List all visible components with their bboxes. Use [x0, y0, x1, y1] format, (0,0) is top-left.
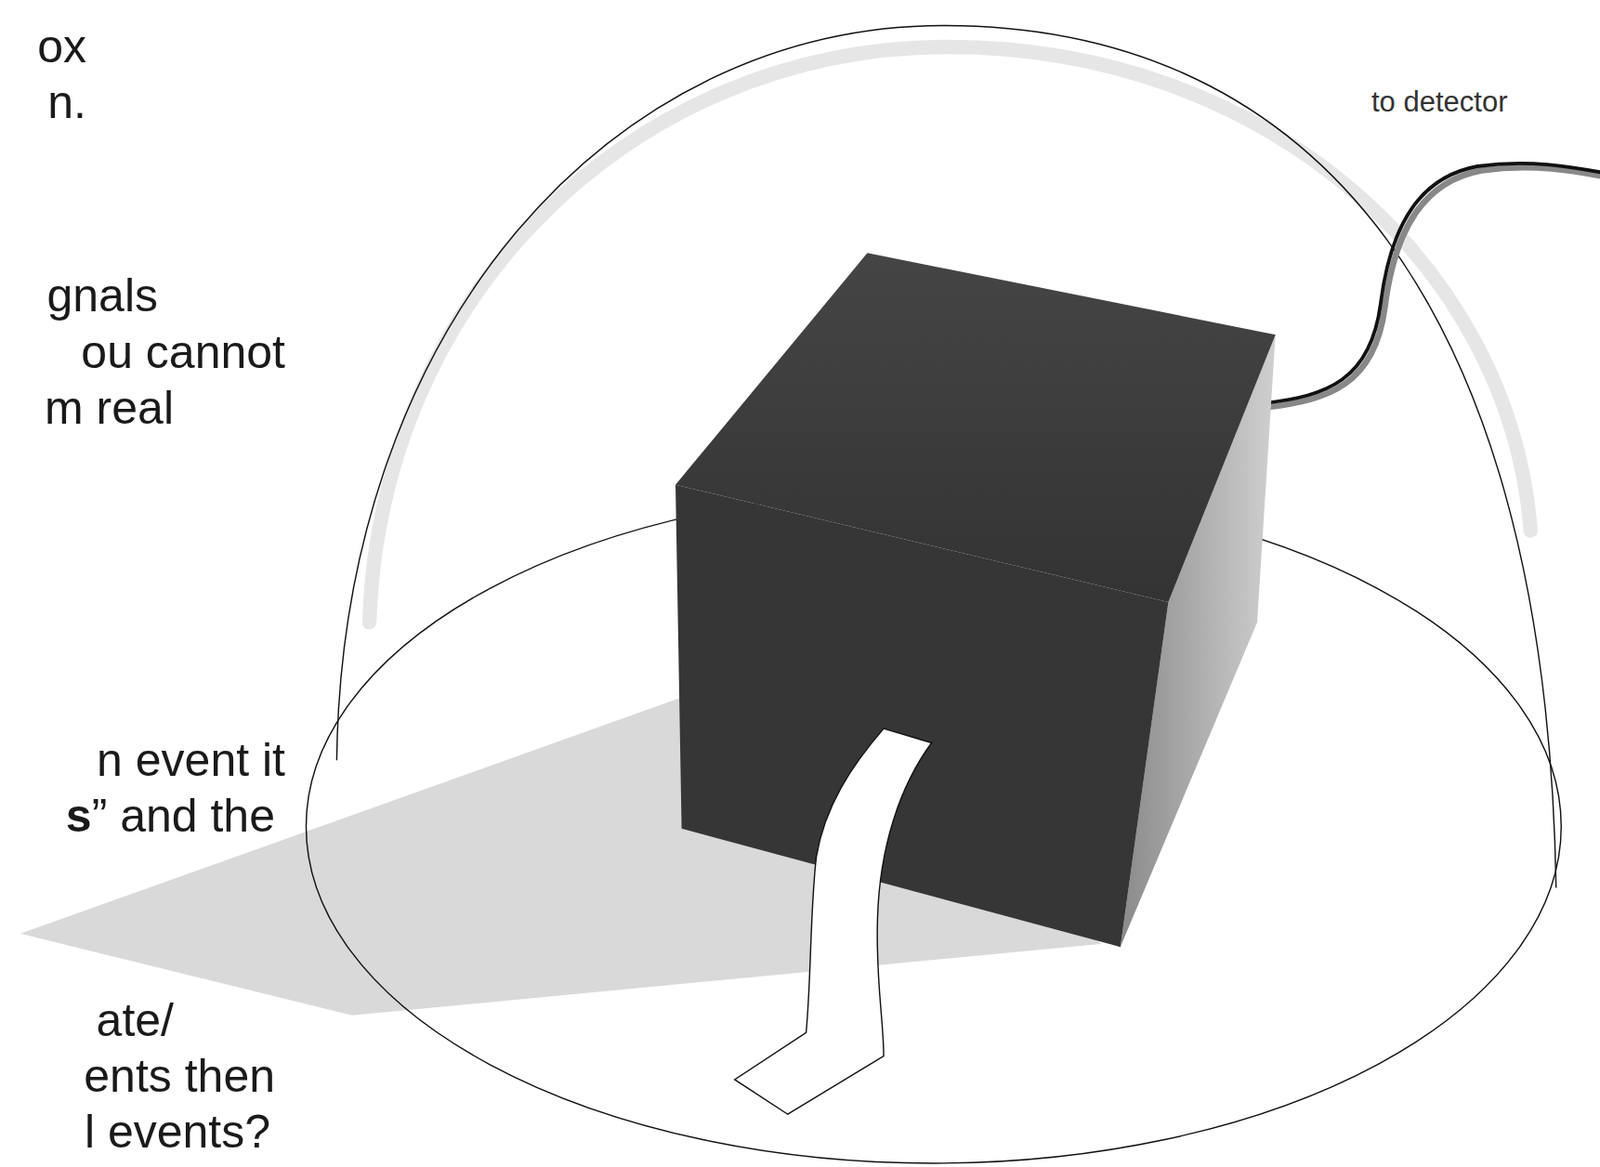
slide-text-line: n event it — [96, 732, 286, 788]
slide-text-line: ate/ — [96, 992, 174, 1049]
detector-wire — [1265, 163, 1600, 404]
wire-label: to detector — [1371, 85, 1508, 119]
slide-text: ents then — [83, 1049, 276, 1102]
slide-text-line: m real — [44, 380, 174, 436]
slide-text: ox — [37, 20, 87, 73]
paper-strip — [734, 728, 932, 1115]
dome-highlight — [369, 47, 1532, 623]
slide-text: s — [65, 789, 92, 842]
slide-text-line: n. — [47, 74, 87, 131]
slide-text: gnals — [46, 269, 158, 322]
slide-text: ou cannot — [80, 326, 286, 379]
slide-text: n. — [47, 76, 87, 129]
slide-text: l events? — [84, 1105, 271, 1158]
slide-text: m real — [44, 381, 174, 434]
slide-text-line: ox — [37, 18, 87, 75]
slide-text: ” and the — [91, 789, 276, 842]
slide-text: ate/ — [96, 994, 174, 1047]
slide-text: n event it — [96, 734, 286, 787]
slide-text-line: ents then — [83, 1048, 276, 1104]
slide-text-line: ou cannot — [80, 324, 286, 381]
slide-text-line: gnals — [46, 267, 158, 324]
slide-text-line: l events? — [84, 1103, 271, 1160]
slide-text-line: s” and the — [65, 787, 276, 844]
box-front — [675, 485, 1168, 947]
detector-wire-shadow — [1267, 167, 1600, 407]
